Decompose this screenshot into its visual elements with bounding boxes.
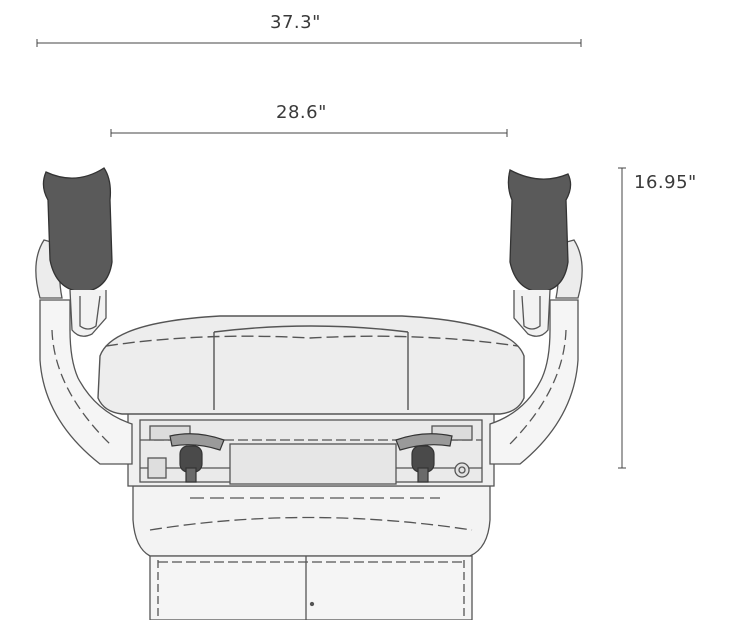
- height-label: 16.95": [634, 172, 697, 193]
- overall-width-dimension-line: [36, 39, 582, 47]
- base-cabinet: [132, 485, 491, 620]
- seat-cushion: [97, 315, 525, 415]
- armrest-span-label: 28.6": [276, 102, 327, 123]
- overall-width-label: 37.3": [270, 12, 321, 33]
- right-stirrup-mount: [395, 433, 453, 483]
- left-stirrup-mount: [169, 433, 225, 483]
- height-dimension-line: [618, 167, 626, 469]
- right-armrest-pad: [507, 169, 572, 337]
- armrest-span-dimension-line: [110, 129, 508, 137]
- left-armrest-pad: [42, 167, 113, 337]
